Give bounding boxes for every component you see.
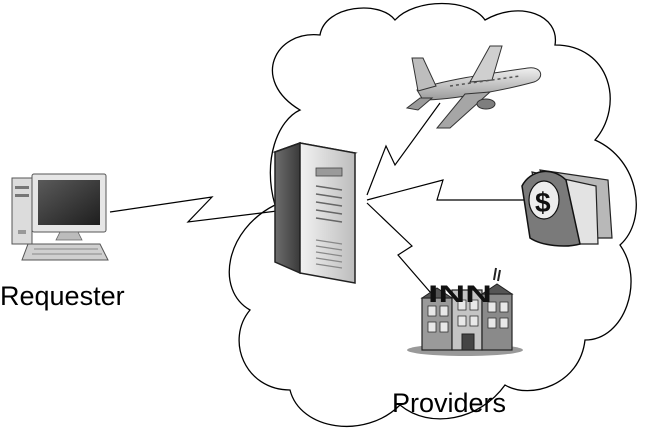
link-requester-server <box>109 196 286 223</box>
link-server-money <box>366 179 527 201</box>
svg-text:$: $ <box>535 187 551 218</box>
provider-cloud <box>228 2 637 427</box>
link-server-hotel <box>366 202 438 301</box>
desktop-computer-icon <box>11 173 109 261</box>
link-server-airplane <box>366 102 441 196</box>
providers-label: Providers <box>392 388 506 418</box>
hotel-inn-building-icon: INN <box>407 267 523 356</box>
server-tower-icon <box>272 141 358 284</box>
connections <box>109 102 527 301</box>
airplane-icon <box>405 45 542 129</box>
inn-sign-text: INN <box>428 281 492 308</box>
requester-label: Requester <box>0 281 125 311</box>
money-dollar-icon: $ <box>521 169 613 247</box>
